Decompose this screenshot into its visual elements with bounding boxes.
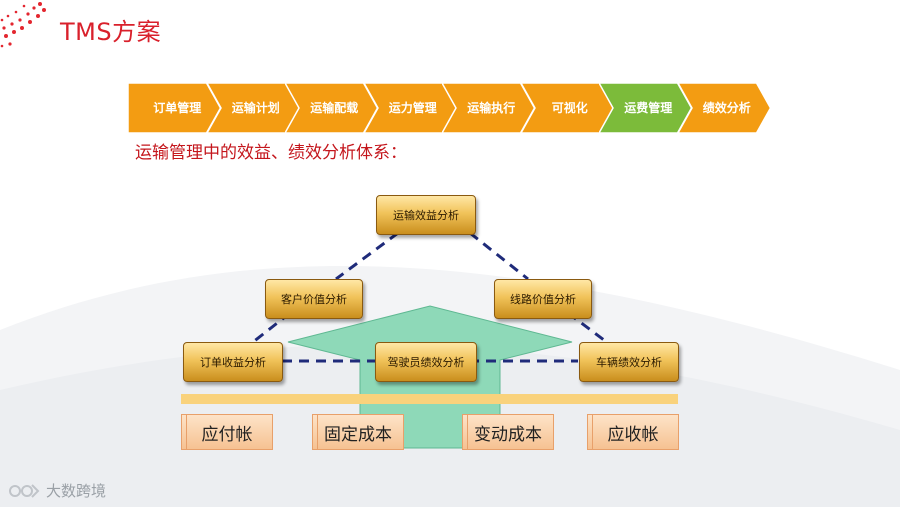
process-step-7[interactable]: 运费管理 [599,83,692,133]
process-step-2[interactable]: 运输计划 [206,83,299,133]
cost-receivable: 应收帐 [587,414,679,450]
process-step-label: 绩效分析 [702,101,751,115]
watermark-logo-icon [9,483,40,498]
node-transport-benefit: 运输效益分析 [376,195,476,235]
watermark-text: 大数跨境 [46,482,107,500]
chevron-shape [677,83,770,133]
cost-variable: 变动成本 [462,414,554,450]
process-step-3[interactable]: 运输配载 [285,83,378,133]
node-customer-value: 客户价值分析 [265,279,363,319]
process-step-5[interactable]: 运输执行 [442,83,535,133]
cost-payable: 应付帐 [181,414,273,450]
process-step-8[interactable]: 绩效分析 [677,83,770,133]
chevron-shape [128,83,221,133]
process-step-label: 运输计划 [231,101,280,115]
chevron-shape [520,83,613,133]
node-driver-performance: 驾驶员绩效分析 [375,342,477,382]
chevron-shape [442,83,535,133]
process-chevron-bar: 订单管理 运输计划 运输配载 运力管理 运输执行 可视化 运费管理 绩效分析 [128,83,770,133]
process-step-label: 运力管理 [388,101,437,115]
section-subtitle: 运输管理中的效益、绩效分析体系： [135,143,407,163]
process-step-label: 运输配载 [310,101,359,115]
chevron-shape [599,83,692,133]
process-step-label: 可视化 [551,101,588,115]
cost-fixed: 固定成本 [312,414,404,450]
cost-base-bar [181,394,678,404]
chevron-shape [285,83,378,133]
process-step-6[interactable]: 可视化 [520,83,613,133]
logo-dots-icon [0,2,46,48]
chevron-shape [363,83,456,133]
node-order-revenue: 订单收益分析 [183,342,283,382]
process-step-label: 订单管理 [153,101,202,115]
watermark: 大数跨境 [8,480,106,501]
node-vehicle-performance: 车辆绩效分析 [579,342,679,382]
process-step-label: 运费管理 [624,101,673,115]
page-title: TMS方案 [60,18,162,46]
process-step-label: 运输执行 [467,101,516,115]
process-step-4[interactable]: 运力管理 [363,83,456,133]
process-step-1[interactable]: 订单管理 [128,83,221,133]
node-route-value: 线路价值分析 [494,279,592,319]
chevron-shape [206,83,299,133]
